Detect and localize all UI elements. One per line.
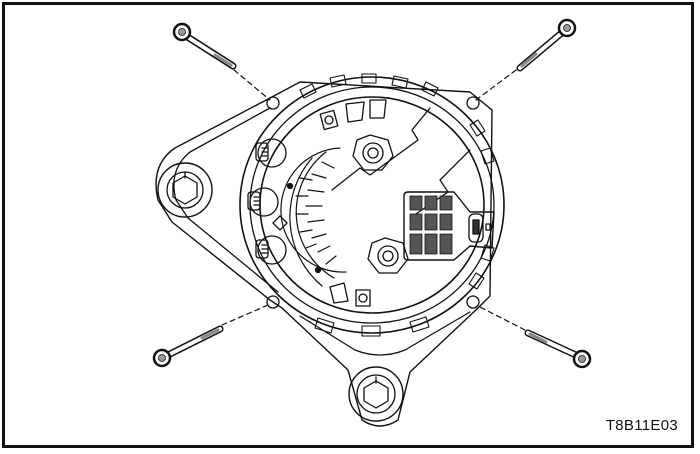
mounting-holes <box>266 96 480 309</box>
upper-left-bolt <box>172 22 237 70</box>
bottom-mount-boss <box>348 366 404 422</box>
terminals <box>247 138 322 274</box>
bottom-pads <box>329 282 371 307</box>
lower-right-hole <box>466 295 480 309</box>
upper-left-hole <box>266 96 280 110</box>
lower-terminal-nut <box>367 237 409 274</box>
rectifier-fins <box>280 147 347 287</box>
lower-left-hole <box>266 295 280 309</box>
upper-right-hole <box>466 96 480 110</box>
alignment-lines <box>221 69 526 331</box>
lower-right-bolt <box>524 329 592 369</box>
diagram-frame <box>2 2 694 448</box>
regulator-connector <box>403 191 495 261</box>
housing-vent-slots <box>299 73 495 337</box>
upper-right-bolt <box>516 18 577 72</box>
lower-left-bolt <box>152 325 224 368</box>
terminal-2 <box>247 187 279 217</box>
upper-terminal-nut <box>352 134 394 171</box>
mount-bracket <box>155 81 493 427</box>
figure-id-label: T8B11E03 <box>605 417 678 434</box>
terminal-3 <box>255 235 287 265</box>
left-mount-boss <box>157 162 213 218</box>
top-pads <box>319 99 387 131</box>
terminal-1 <box>255 138 287 168</box>
